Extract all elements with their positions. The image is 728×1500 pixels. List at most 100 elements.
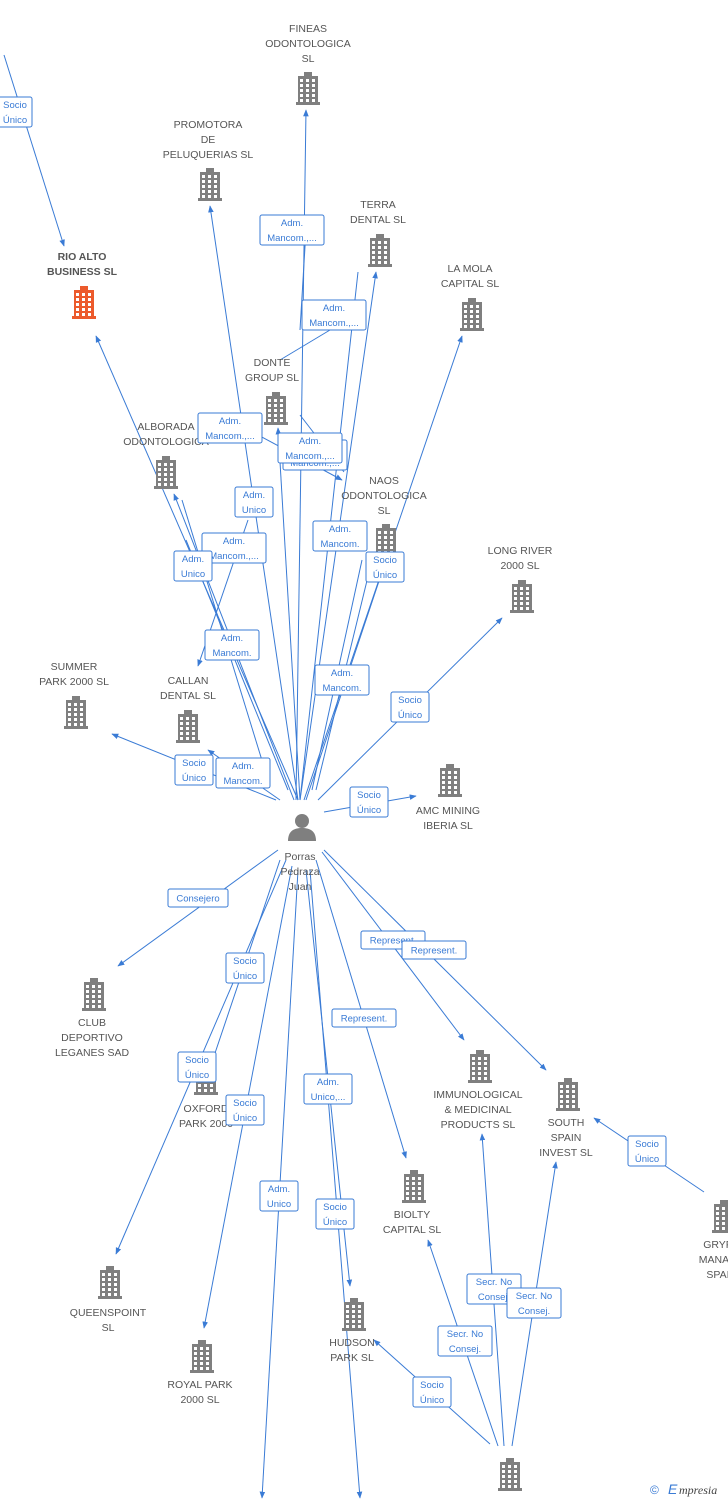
person-name-line: Juan: [289, 881, 312, 893]
company-label-line: ODONTOLOGICA: [265, 38, 351, 50]
building-icon[interactable]: [438, 764, 462, 797]
edge-label-text: Adm.: [323, 303, 345, 314]
edge-label-text: Consej.: [478, 1292, 510, 1303]
brand-name[interactable]: mpresia: [679, 1483, 717, 1497]
edge-label[interactable]: Adm.Mancom.: [204, 629, 260, 661]
edge-label-text: Mancom.,...: [205, 431, 255, 442]
building-icon[interactable]: [296, 72, 320, 105]
edge-label-text: Socio: [323, 1202, 347, 1213]
building-icon[interactable]: [402, 1170, 426, 1203]
building-icon[interactable]: [64, 696, 88, 729]
company-label-line: OXFORD: [184, 1103, 229, 1115]
edge-label[interactable]: Consejero: [167, 888, 229, 908]
company-label-line: PARK 2000: [179, 1118, 233, 1130]
company-label-amc[interactable]: AMC MINING IBERIA SL: [416, 805, 480, 832]
company-label-line: HUDSON: [329, 1337, 375, 1349]
building-icon[interactable]: [460, 298, 484, 331]
building-icon[interactable]: [498, 1458, 522, 1491]
building-icon[interactable]: [98, 1266, 122, 1299]
edge-label-text: Socio: [182, 758, 206, 769]
building-icon[interactable]: [712, 1200, 728, 1233]
edge-label-text: Único: [420, 1395, 444, 1406]
edge-label[interactable]: Adm.Mancom.,...: [277, 432, 343, 464]
building-icon[interactable]: [342, 1298, 366, 1331]
building-icon[interactable]: [198, 168, 222, 201]
building-icon[interactable]: [264, 392, 288, 425]
edge-label[interactable]: Represent.: [331, 1008, 397, 1028]
edge-label-text: Único: [635, 1154, 659, 1165]
edge-label-text: Adm.: [243, 490, 265, 501]
edge-label[interactable]: Adm.Mancom.: [215, 757, 271, 789]
edge-label[interactable]: Adm.Unico: [173, 550, 213, 582]
edge-label-text: Secr. No: [447, 1329, 483, 1340]
company-label-line: CAPITAL SL: [383, 1224, 442, 1236]
edge-label-text: Único: [323, 1217, 347, 1228]
edge-label[interactable]: Adm.Mancom.: [312, 520, 368, 552]
edge-label[interactable]: Adm.Unico: [259, 1180, 299, 1212]
building-icon[interactable]: [176, 710, 200, 743]
company-label-line: ODONTOLOGICA: [123, 436, 209, 448]
edge-label[interactable]: Represent.: [401, 940, 467, 960]
edge-label[interactable]: Adm.Mancom.,...: [201, 532, 267, 564]
building-icon[interactable]: [510, 580, 534, 613]
edge-label[interactable]: Adm.Mancom.,...: [197, 412, 263, 444]
building-icon[interactable]: [72, 286, 96, 319]
edge-label-text: Socio: [420, 1380, 444, 1391]
company-label-line: FINEAS: [289, 23, 327, 35]
company-label-line: IBERIA SL: [423, 820, 473, 832]
edge-label-text: Único: [233, 971, 257, 982]
company-label-hudson[interactable]: HUDSON PARK SL: [329, 1337, 375, 1364]
building-icon[interactable]: [556, 1078, 580, 1111]
company-label-line: IMMUNOLOGICAL: [433, 1089, 522, 1101]
company-label-oxford[interactable]: OXFORD PARK 2000: [179, 1103, 233, 1130]
edge-label[interactable]: Adm.Mancom.,...: [259, 214, 325, 246]
edge-label[interactable]: Adm.Mancom.: [314, 664, 370, 696]
relationship-edge: [185, 539, 289, 791]
company-label-line: PARK SL: [330, 1352, 374, 1364]
building-icon[interactable]: [190, 1340, 214, 1373]
building-icon[interactable]: [82, 978, 106, 1011]
building-icon[interactable]: [368, 234, 392, 267]
building-icon[interactable]: [154, 456, 178, 489]
building-icon[interactable]: [468, 1050, 492, 1083]
company-label-line: LONG RIVER: [488, 545, 553, 557]
person-icon[interactable]: [288, 814, 316, 841]
company-label-line: AMC MINING: [416, 805, 480, 817]
edge-label[interactable]: Adm.Unico: [234, 486, 274, 518]
copyright-footer: © E mpresia: [650, 1481, 717, 1497]
edge-label[interactable]: Adm.Mancom.,...: [301, 299, 367, 331]
company-label-gryphon[interactable]: GRYPMANAGSPAI: [699, 1239, 728, 1281]
edge-label[interactable]: Adm.Unico,...: [303, 1073, 353, 1105]
